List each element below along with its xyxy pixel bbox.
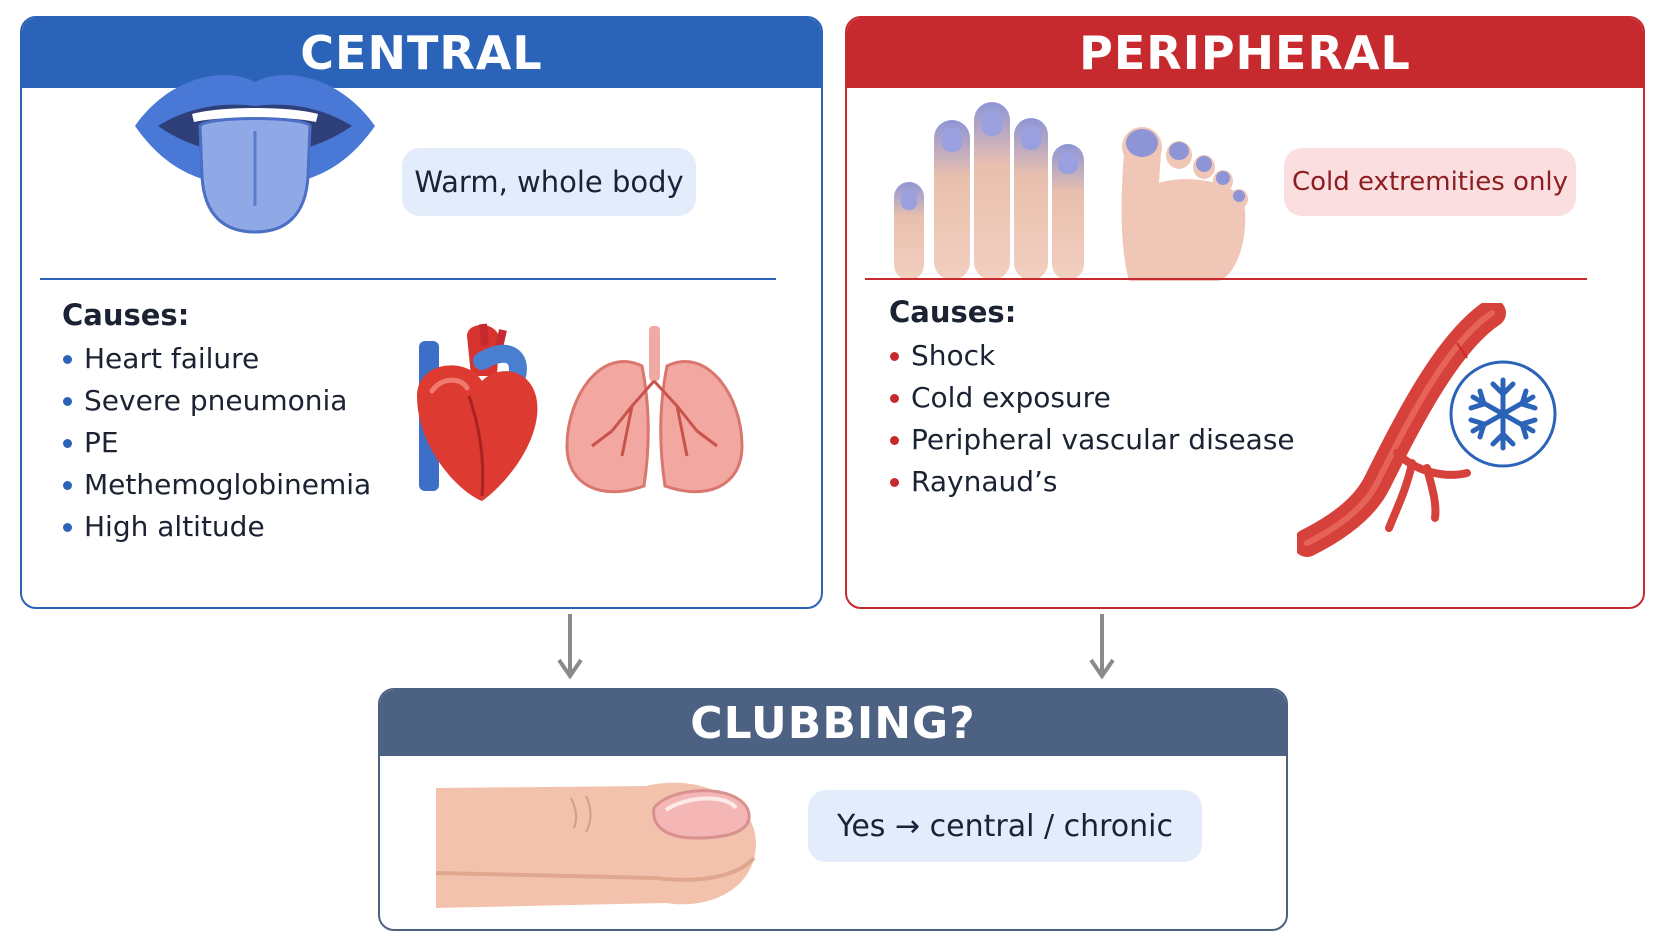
peripheral-causes-title: Causes: xyxy=(889,295,1017,329)
blue-lips-tongue-icon xyxy=(135,74,375,234)
peripheral-cause-item: Raynaud’s xyxy=(887,461,1295,503)
blue-toes-icon xyxy=(1121,127,1248,281)
peripheral-header: PERIPHERAL xyxy=(847,18,1643,88)
arrow-down-icon xyxy=(1089,614,1115,680)
arrow-down-icon xyxy=(557,614,583,680)
central-cause-item: Methemoglobinemia xyxy=(60,464,371,506)
clubbing-panel: CLUBBING? Yes → central / chronic xyxy=(378,688,1288,931)
clubbing-pill: Yes → central / chronic xyxy=(808,790,1202,862)
peripheral-cause-item: Peripheral vascular disease xyxy=(887,419,1295,461)
peripheral-panel: PERIPHERAL Cold extre xyxy=(845,16,1645,609)
central-causes-title: Causes: xyxy=(62,298,190,332)
central-cause-item: Severe pneumonia xyxy=(60,380,371,422)
clubbing-header: CLUBBING? xyxy=(380,690,1286,756)
central-header: CENTRAL xyxy=(22,18,821,88)
peripheral-causes-list: Shock Cold exposure Peripheral vascular … xyxy=(887,335,1295,503)
central-panel: CENTRAL Warm, whole body Causes: Heart f… xyxy=(20,16,823,609)
central-cause-item: High altitude xyxy=(60,506,371,548)
lungs-icon xyxy=(565,326,744,494)
blue-fingertips-icon xyxy=(894,102,1084,280)
central-pill: Warm, whole body xyxy=(402,148,696,216)
peripheral-pill: Cold extremities only xyxy=(1284,148,1576,216)
clubbed-finger-icon xyxy=(436,782,756,908)
peripheral-cause-item: Shock xyxy=(887,335,1295,377)
snowflake-icon xyxy=(1449,360,1557,468)
central-divider xyxy=(40,278,776,280)
central-causes-list: Heart failure Severe pneumonia PE Methem… xyxy=(60,338,371,548)
central-cause-item: PE xyxy=(60,422,371,464)
central-cause-item: Heart failure xyxy=(60,338,371,380)
heart-icon xyxy=(417,323,538,501)
peripheral-cause-item: Cold exposure xyxy=(887,377,1295,419)
blood-vessel-icon xyxy=(1297,303,1506,557)
peripheral-divider xyxy=(865,278,1587,280)
